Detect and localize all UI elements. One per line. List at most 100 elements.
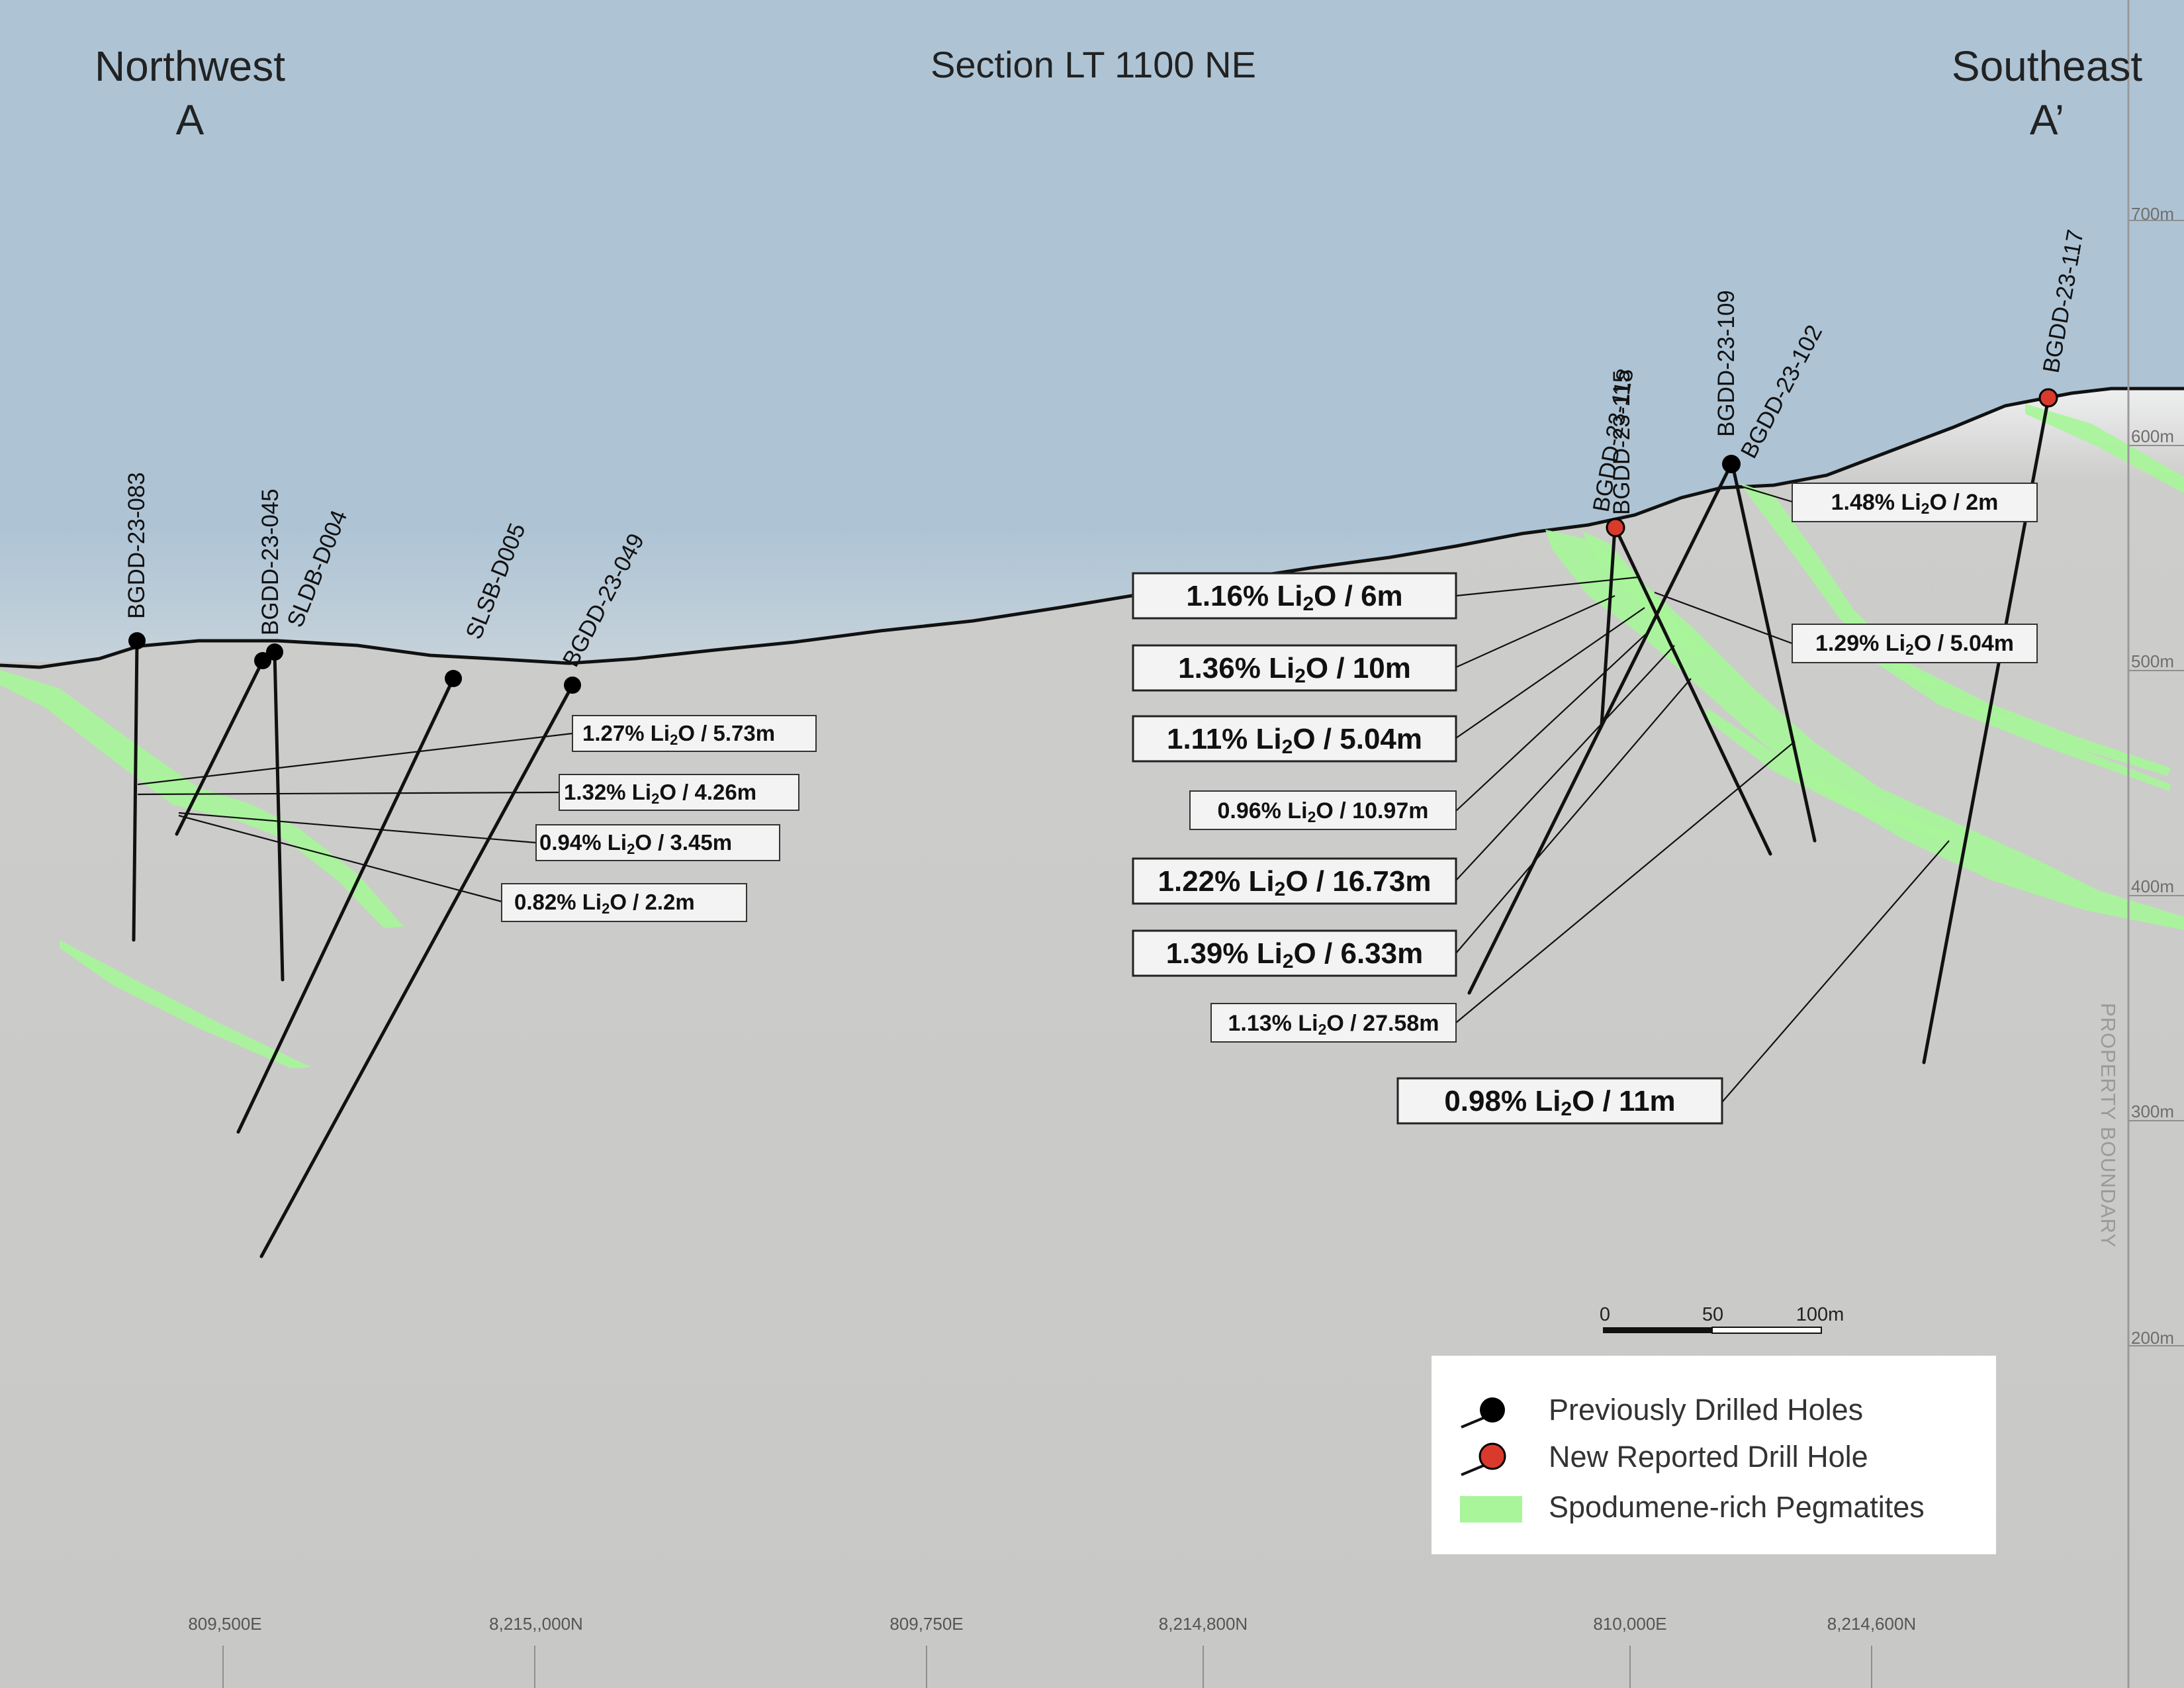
leader [1654,591,1793,645]
elevation-axis [2128,220,2184,1346]
leader [1455,645,1675,881]
trace-bgdd-23-045 [175,659,265,836]
pegmatite-left-lower [60,940,311,1068]
svg-text:1.27% Li2O / 5.73m: 1.27% Li2O / 5.73m [582,721,775,748]
hole-label: BGDD-23-083 [124,472,150,619]
hole-label: BGDD-23-045 [257,489,283,635]
collar-bgdd-23-049 [564,677,581,694]
legend-label: New Reported Drill Hole [1549,1440,1868,1474]
leader [178,812,537,844]
elevation-label: 300m [2131,1102,2174,1121]
black-dot-icon [1480,1397,1505,1423]
coordinate-labels: 809,500E 8,215,,000N 809,750E 8,214,800N… [188,1614,1916,1634]
svg-text:1.22% Li2O / 16.73m: 1.22% Li2O / 16.73m [1158,865,1432,900]
svg-text:0.82% Li2O / 2.2m: 0.82% Li2O / 2.2m [514,890,695,917]
intercept-boxes-center: 1.16% Li2O / 6m 1.36% Li2O / 10m 1.11% L… [1132,572,1723,1125]
elevation-label: 400m [2131,876,2174,896]
intercept-box: 0.98% Li2O / 11m [1396,1077,1723,1125]
red-dot-icon [1479,1442,1506,1470]
header: Northwest A Section LT 1100 NE Southeast… [95,42,2142,144]
collar-sldb-d004 [266,643,283,661]
leader [1455,678,1692,954]
leader [1721,840,1950,1103]
pegmatite-mid-split [1704,708,1952,841]
pegmatite-far-right [2025,404,2184,493]
scale-label: 50 [1702,1304,1723,1325]
leader [1455,741,1796,1023]
trace-bgdd-23-118 [1614,528,1772,856]
collars [128,388,2058,694]
green-swatch-icon [1460,1496,1522,1523]
coordinate-label: 8,214,600N [1827,1614,1916,1634]
svg-text:1.32% Li2O / 4.26m: 1.32% Li2O / 4.26m [564,780,756,807]
coordinate-label: 8,215,,000N [489,1614,583,1634]
leader-lines [137,484,1950,1103]
collar-bgdd-23-083 [128,632,146,649]
intercept-box: 0.94% Li2O / 3.45m [535,824,780,861]
right-direction: Southeast [1952,42,2142,90]
elevation-label: 600m [2131,426,2174,446]
hole-label: BGDD-23-109 [1713,290,1739,437]
svg-text:1.13% Li2O / 27.58m: 1.13% Li2O / 27.58m [1228,1011,1439,1038]
trace-bgdd-23-049 [259,683,574,1258]
scale-bar-open [1711,1327,1822,1334]
pegmatite-right-b [1860,642,2171,791]
svg-text:1.29% Li2O / 5.04m: 1.29% Li2O / 5.04m [1815,631,2014,658]
svg-text:1.39% Li2O / 6.33m: 1.39% Li2O / 6.33m [1166,937,1423,972]
leader [1455,607,1645,739]
left-marker: A [176,96,205,144]
left-direction: Northwest [95,42,285,90]
pegmatite-right-a [1741,483,2171,776]
legend: Previously Drilled Holes New Reported Dr… [1432,1356,1996,1554]
collar-slsb-d005 [445,670,462,687]
property-boundary-label: PROPERTY BOUNDARY [2097,1003,2120,1248]
intercept-box: 1.11% Li2O / 5.04m [1132,715,1457,763]
coordinate-label: 809,500E [188,1614,261,1634]
elevation-label: 500m [2131,651,2174,671]
intercept-box: 0.96% Li2O / 10.97m [1189,790,1457,830]
elevation-label: 700m [2131,204,2174,224]
coordinate-label: 8,214,800N [1159,1614,1248,1634]
intercept-box: 1.13% Li2O / 27.58m [1210,1003,1457,1043]
intercept-boxes-right: 1.48% Li2O / 2m 1.29% Li2O / 5.04m [1792,483,2038,663]
svg-text:1.48% Li2O / 2m: 1.48% Li2O / 2m [1831,490,1999,517]
trace-bgdd-23-102 [1731,463,1817,843]
legend-box [1432,1356,1996,1554]
pegmatite-left-upper [0,670,404,928]
intercept-box: 1.36% Li2O / 10m [1132,644,1457,692]
coordinate-label: 810,000E [1593,1614,1666,1634]
svg-text:1.16% Li2O / 6m: 1.16% Li2O / 6m [1186,580,1402,615]
collar-bgdd-23-109 [1722,455,1741,473]
section-title: Section LT 1100 NE [931,44,1256,85]
collar-bgdd-23-045 [254,652,271,669]
trace-bgdd-23-109 [1467,463,1733,995]
intercept-box: 1.29% Li2O / 5.04m [1792,624,2038,663]
intercept-box: 1.27% Li2O / 5.73m [572,715,817,752]
leader [137,791,560,796]
collar-bgdd-23-115 [1606,518,1625,538]
scale-bar-solid [1603,1327,1712,1333]
leader [1455,594,1615,669]
intercept-box: 0.82% Li2O / 2.2m [501,883,747,922]
scale-bar: 0 50 100m [1600,1304,1844,1334]
svg-text:1.36% Li2O / 10m: 1.36% Li2O / 10m [1178,652,1411,687]
intercept-box: 1.48% Li2O / 2m [1792,483,2038,522]
svg-text:0.96% Li2O / 10.97m: 0.96% Li2O / 10.97m [1218,798,1429,825]
intercept-box: 1.16% Li2O / 6m [1132,572,1457,620]
intercept-box: 1.32% Li2O / 4.26m [559,774,799,811]
scale-label: 0 [1600,1304,1610,1325]
intercept-boxes-left: 1.27% Li2O / 5.73m 1.32% Li2O / 4.26m 0.… [501,715,817,922]
leader [1455,576,1639,597]
leader [137,732,573,786]
legend-label: Spodumene-rich Pegmatites [1549,1490,1925,1524]
intercept-box: 1.22% Li2O / 16.73m [1132,857,1457,905]
legend-label: Previously Drilled Holes [1549,1393,1863,1427]
coordinate-label: 809,750E [889,1614,963,1634]
leader [178,814,502,903]
right-marker: A’ [2030,96,2064,144]
trace-bgdd-23-083 [132,639,139,942]
trace-bgdd-23-115 [1600,526,1617,727]
hole-label: BGDD-23-115 [1609,370,1635,515]
